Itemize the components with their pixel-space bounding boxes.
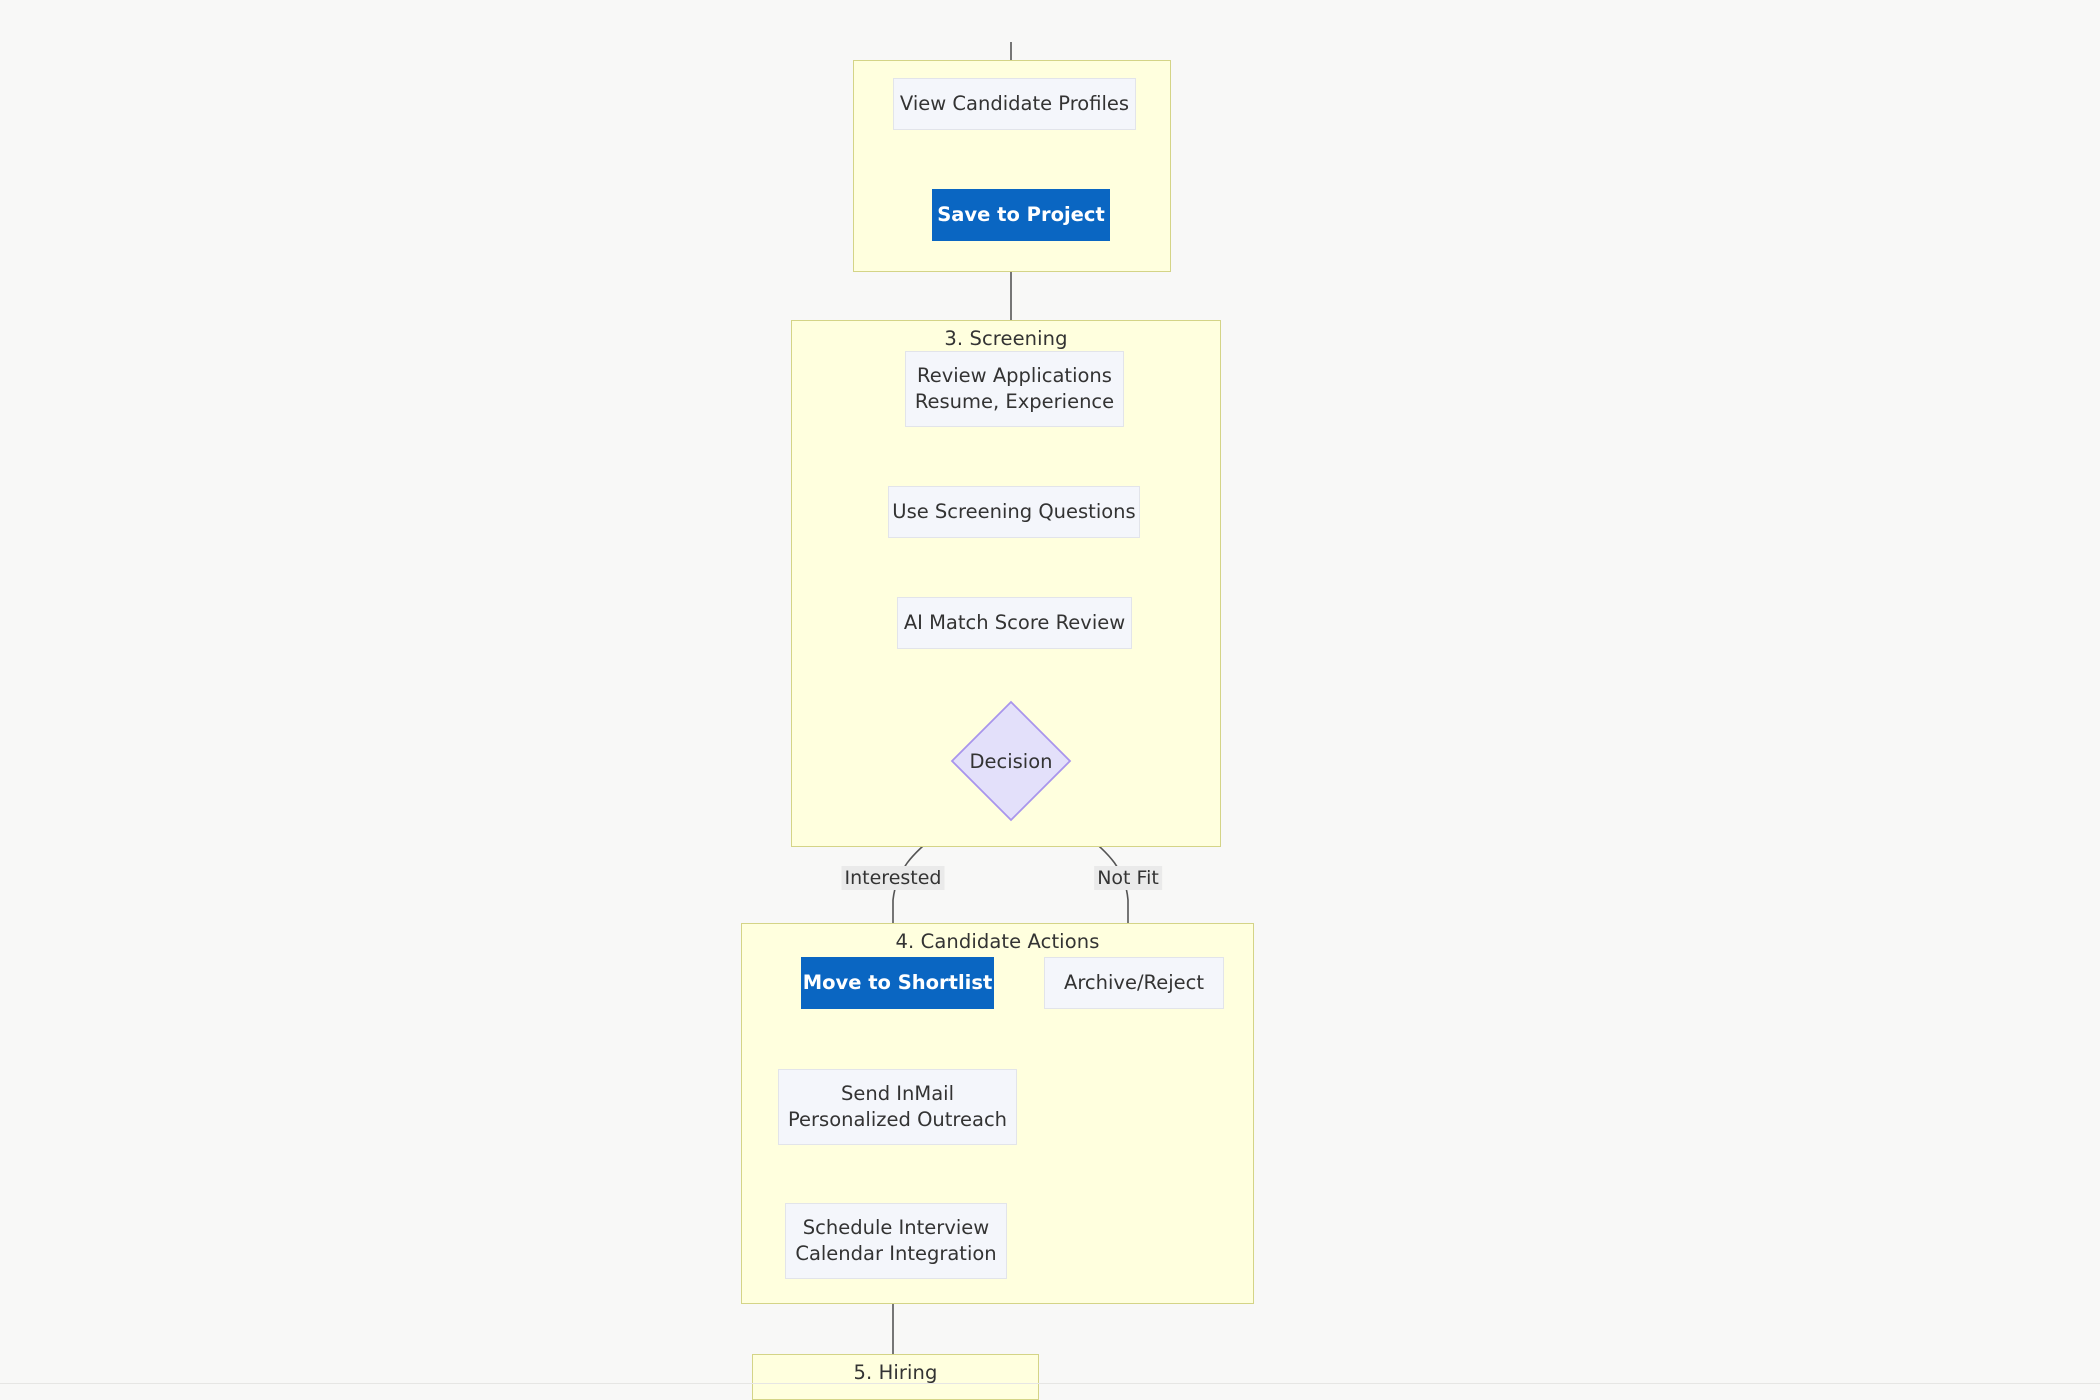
node-send-inmail[interactable]: Send InMail Personalized Outreach <box>778 1069 1017 1145</box>
cluster-hiring: 5. Hiring <box>752 1354 1039 1400</box>
node-send-inmail-line-1: Send InMail <box>840 1082 955 1105</box>
cluster-hiring-title: 5. Hiring <box>853 1361 938 1384</box>
node-decision[interactable]: Decision <box>950 700 1072 822</box>
cluster-screening-title: 3. Screening <box>944 327 1068 350</box>
edge-label-interested: Interested <box>841 866 945 890</box>
node-schedule-interview[interactable]: Schedule Interview Calendar Integration <box>785 1203 1007 1279</box>
node-review-applications-line-2: Resume, Experience <box>914 390 1115 413</box>
node-ai-match-score-review[interactable]: AI Match Score Review <box>897 597 1132 649</box>
node-save-to-project-line-1: Save to Project <box>937 203 1105 226</box>
node-view-candidate-profiles[interactable]: View Candidate Profiles <box>893 78 1136 130</box>
node-ai-match-score-review-line-1: AI Match Score Review <box>903 611 1126 634</box>
node-archive-reject[interactable]: Archive/Reject <box>1044 957 1224 1009</box>
node-review-applications[interactable]: Review Applications Resume, Experience <box>905 351 1124 427</box>
node-schedule-interview-line-1: Schedule Interview <box>802 1216 990 1239</box>
decision-diamond-shape <box>950 700 1072 822</box>
node-schedule-interview-line-2: Calendar Integration <box>795 1242 997 1265</box>
node-view-candidate-profiles-line-1: View Candidate Profiles <box>899 92 1130 115</box>
node-use-screening-questions-line-1: Use Screening Questions <box>892 500 1136 523</box>
node-use-screening-questions[interactable]: Use Screening Questions <box>888 486 1140 538</box>
node-save-to-project[interactable]: Save to Project <box>932 189 1110 241</box>
node-decision-label: Decision <box>969 749 1053 773</box>
cluster-candidate-actions-title: 4. Candidate Actions <box>895 930 1100 953</box>
node-review-applications-line-1: Review Applications <box>917 364 1112 387</box>
bottom-divider <box>0 1383 2100 1384</box>
edge-label-not-fit: Not Fit <box>1094 866 1162 890</box>
node-move-to-shortlist[interactable]: Move to Shortlist <box>801 957 994 1009</box>
node-send-inmail-line-2: Personalized Outreach <box>787 1108 1008 1131</box>
node-archive-reject-line-1: Archive/Reject <box>1064 971 1204 994</box>
node-move-to-shortlist-line-1: Move to Shortlist <box>802 971 993 994</box>
